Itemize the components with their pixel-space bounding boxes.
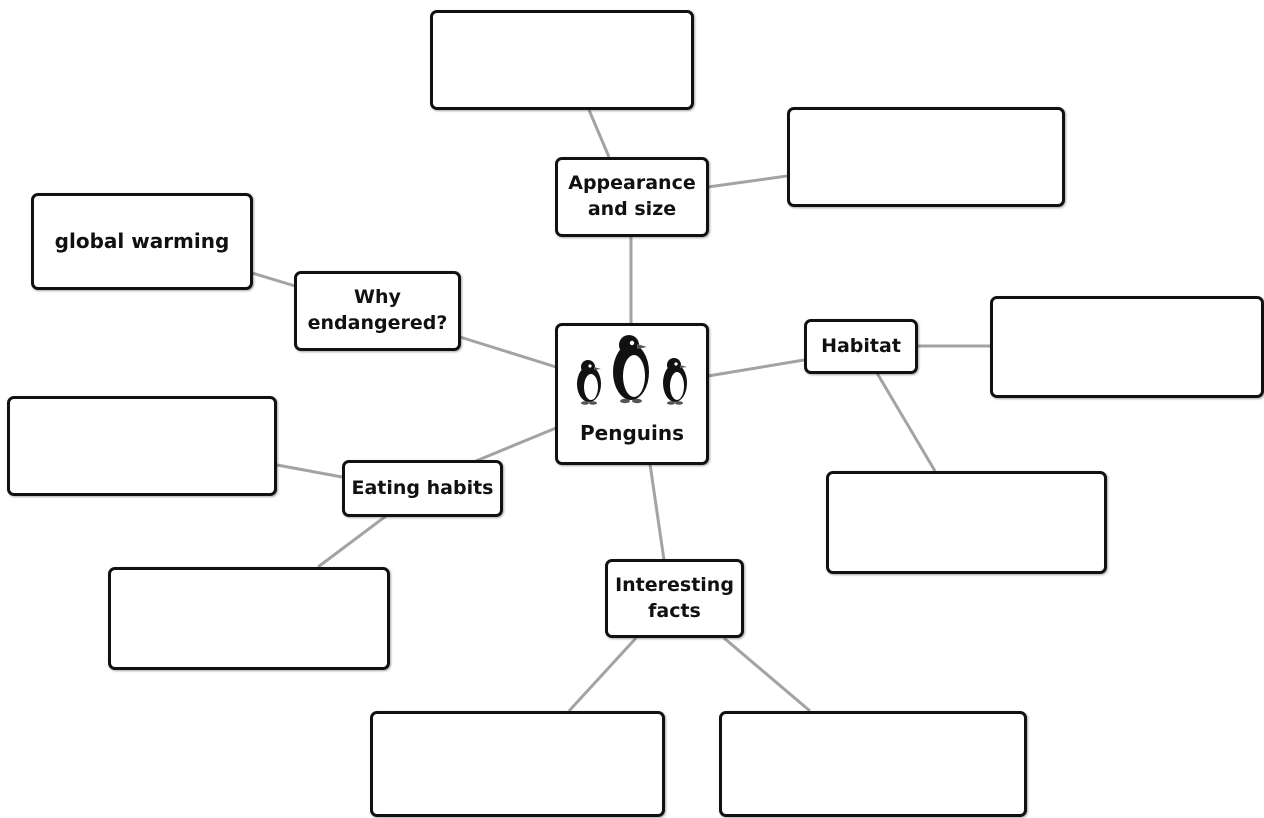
connector-eating-left (276, 463, 343, 479)
central-title: Penguins (579, 421, 684, 445)
connector-center-eating (475, 426, 557, 463)
why-endangered-answer: global warming (31, 193, 253, 290)
facts-answer-left[interactable] (370, 711, 665, 817)
facts-answer-right[interactable] (719, 711, 1027, 817)
appearance-answer-right[interactable] (787, 107, 1065, 207)
penguins-icon (577, 335, 687, 405)
connector-why-answer (251, 271, 296, 288)
connector-center-facts (648, 463, 666, 561)
eating-answer-left[interactable] (7, 396, 277, 496)
connector-center-habitat (707, 358, 805, 378)
habitat-answer-right[interactable] (990, 296, 1264, 398)
connector-facts-left (567, 636, 638, 713)
connector-appearance-right (707, 174, 788, 189)
habitat-answer-bottom[interactable] (826, 471, 1107, 574)
connector-appearance-top (587, 109, 611, 158)
connector-habitat-bottom (875, 372, 937, 472)
why-endangered-label: Why endangered? (294, 271, 461, 351)
eating-answer-bottom[interactable] (108, 567, 390, 670)
appearance-answer-top[interactable] (430, 10, 694, 110)
connector-facts-right (723, 636, 811, 713)
appearance-label: Appearance and size (555, 157, 709, 237)
interesting-facts-label: Interesting facts (605, 559, 744, 638)
connector-eating-bottom (317, 514, 387, 569)
connector-center-why (459, 335, 557, 369)
habitat-label: Habitat (804, 319, 918, 374)
central-topic: Penguins (555, 323, 709, 465)
eating-habits-label: Eating habits (342, 460, 503, 517)
